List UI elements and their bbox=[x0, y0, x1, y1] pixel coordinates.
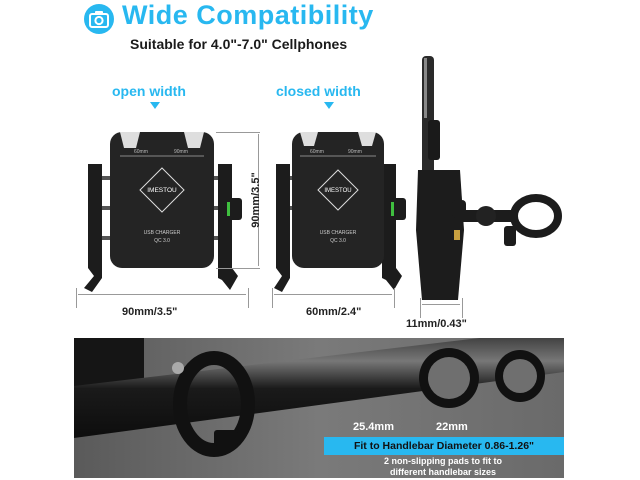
svg-text:IMESTOU: IMESTOU bbox=[147, 187, 177, 194]
dim-line bbox=[78, 294, 246, 295]
closed-width-arrow-icon bbox=[324, 102, 334, 109]
dim-tick bbox=[216, 268, 260, 269]
svg-text:USB CHARGER: USB CHARGER bbox=[320, 230, 357, 236]
camera-icon bbox=[84, 4, 114, 34]
svg-text:90mm: 90mm bbox=[348, 149, 362, 155]
dim-line bbox=[274, 294, 392, 295]
dim-tick bbox=[272, 288, 273, 308]
dim-tick bbox=[394, 288, 395, 308]
svg-text:QC 3.0: QC 3.0 bbox=[154, 238, 170, 244]
open-holder-image: 60mm 90mm IMESTOU USB CHARGER QC 3.0 bbox=[84, 132, 242, 292]
closed-holder-image: 60mm 90mm IMESTOU USB CHARGER QC 3.0 bbox=[274, 132, 406, 292]
svg-text:60mm: 60mm bbox=[310, 149, 324, 155]
dim-tick bbox=[248, 288, 249, 308]
svg-text:QC 3.0: QC 3.0 bbox=[330, 238, 346, 244]
thickness-dimension: 11mm/0.43" bbox=[406, 318, 467, 330]
closed-width-label: closed width bbox=[276, 83, 361, 99]
page-title: Wide Compatibility bbox=[122, 0, 374, 30]
fit-range-banner: Fit to Handlebar Diameter 0.86-1.26" bbox=[324, 437, 564, 455]
height-dimension: 90mm/3.5" bbox=[250, 172, 262, 228]
open-width-label: open width bbox=[112, 83, 186, 99]
open-width-dimension: 90mm/3.5" bbox=[122, 306, 178, 318]
small-pad-label: 22mm bbox=[436, 421, 468, 433]
dim-tick bbox=[420, 298, 421, 318]
dim-line bbox=[258, 134, 259, 266]
closed-width-dimension: 60mm/2.4" bbox=[306, 306, 362, 318]
pads-note-line2: different handlebar sizes bbox=[389, 467, 497, 477]
dim-tick bbox=[462, 298, 463, 318]
svg-text:60mm: 60mm bbox=[134, 149, 148, 155]
dim-tick bbox=[216, 132, 260, 133]
open-width-arrow-icon bbox=[150, 102, 160, 109]
large-pad-label: 25.4mm bbox=[353, 421, 394, 433]
svg-text:USB CHARGER: USB CHARGER bbox=[144, 230, 181, 236]
pads-note-line1: 2 non-slipping pads to fit to bbox=[384, 456, 502, 466]
pads-note: 2 non-slipping pads to fit to different … bbox=[340, 456, 546, 478]
svg-text:90mm: 90mm bbox=[174, 149, 188, 155]
svg-text:IMESTOU: IMESTOU bbox=[324, 188, 351, 194]
dim-tick bbox=[76, 288, 77, 308]
page-subtitle: Suitable for 4.0"-7.0" Cellphones bbox=[130, 36, 348, 52]
dim-line bbox=[422, 304, 460, 305]
side-view-image bbox=[416, 56, 562, 300]
